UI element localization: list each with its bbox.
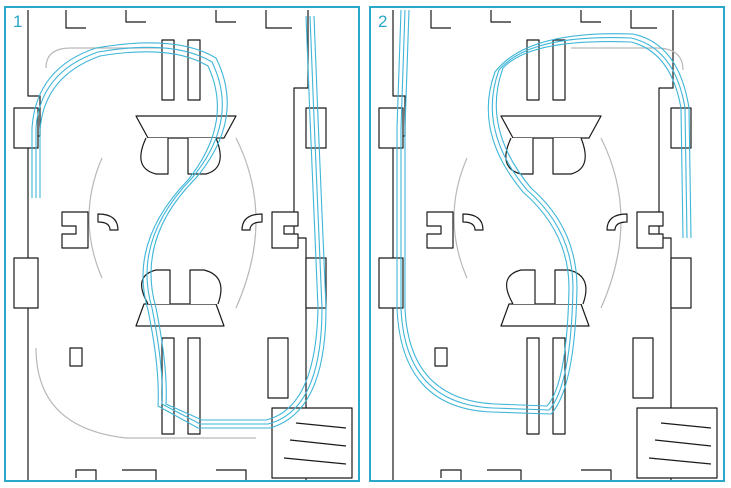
splice-tray-outline: [378, 10, 718, 480]
splice-tray-drawing-2: [378, 9, 718, 480]
tray-diagram-1: 1: [4, 6, 360, 482]
splice-tray-outline: [13, 10, 353, 480]
fiber-route-1: [31, 15, 327, 429]
fiber-route-2: [396, 9, 692, 415]
panel-number-2: 2: [378, 12, 388, 31]
panel-number-1: 1: [13, 12, 23, 31]
splice-tray-drawing-1: [13, 10, 353, 480]
tray-diagram-2: 2: [369, 6, 725, 482]
